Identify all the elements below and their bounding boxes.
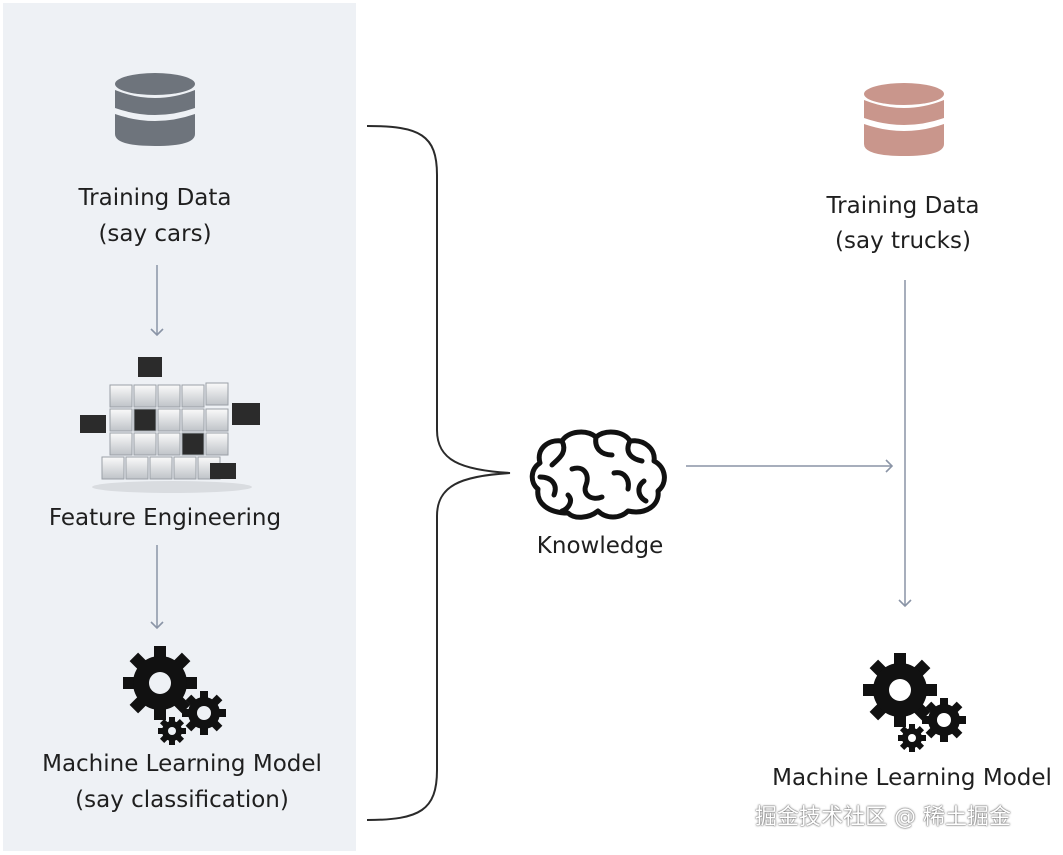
target-data-title: Training Data [826, 193, 980, 219]
target-database-icon [864, 83, 944, 156]
source-model-subtitle: (say classification) [75, 787, 289, 813]
gears-icon [123, 646, 226, 745]
source-data-title: Training Data [78, 185, 232, 211]
source-model-title: Machine Learning Model [42, 751, 322, 777]
target-gears-icon [863, 653, 966, 752]
watermark: 掘金技术社区 @ 稀土掘金 [755, 805, 1011, 830]
knowledge-label: Knowledge [536, 533, 664, 559]
feature-engineering-label: Feature Engineering [48, 505, 282, 531]
brain-icon [529, 429, 667, 520]
target-model-title: Machine Learning Model [772, 765, 1052, 791]
source-data-subtitle: (say cars) [98, 221, 212, 247]
database-icon [115, 73, 195, 146]
cube-blocks-icon [80, 357, 260, 493]
curly-bracket [366, 125, 511, 821]
target-data-subtitle: (say trucks) [835, 228, 971, 254]
